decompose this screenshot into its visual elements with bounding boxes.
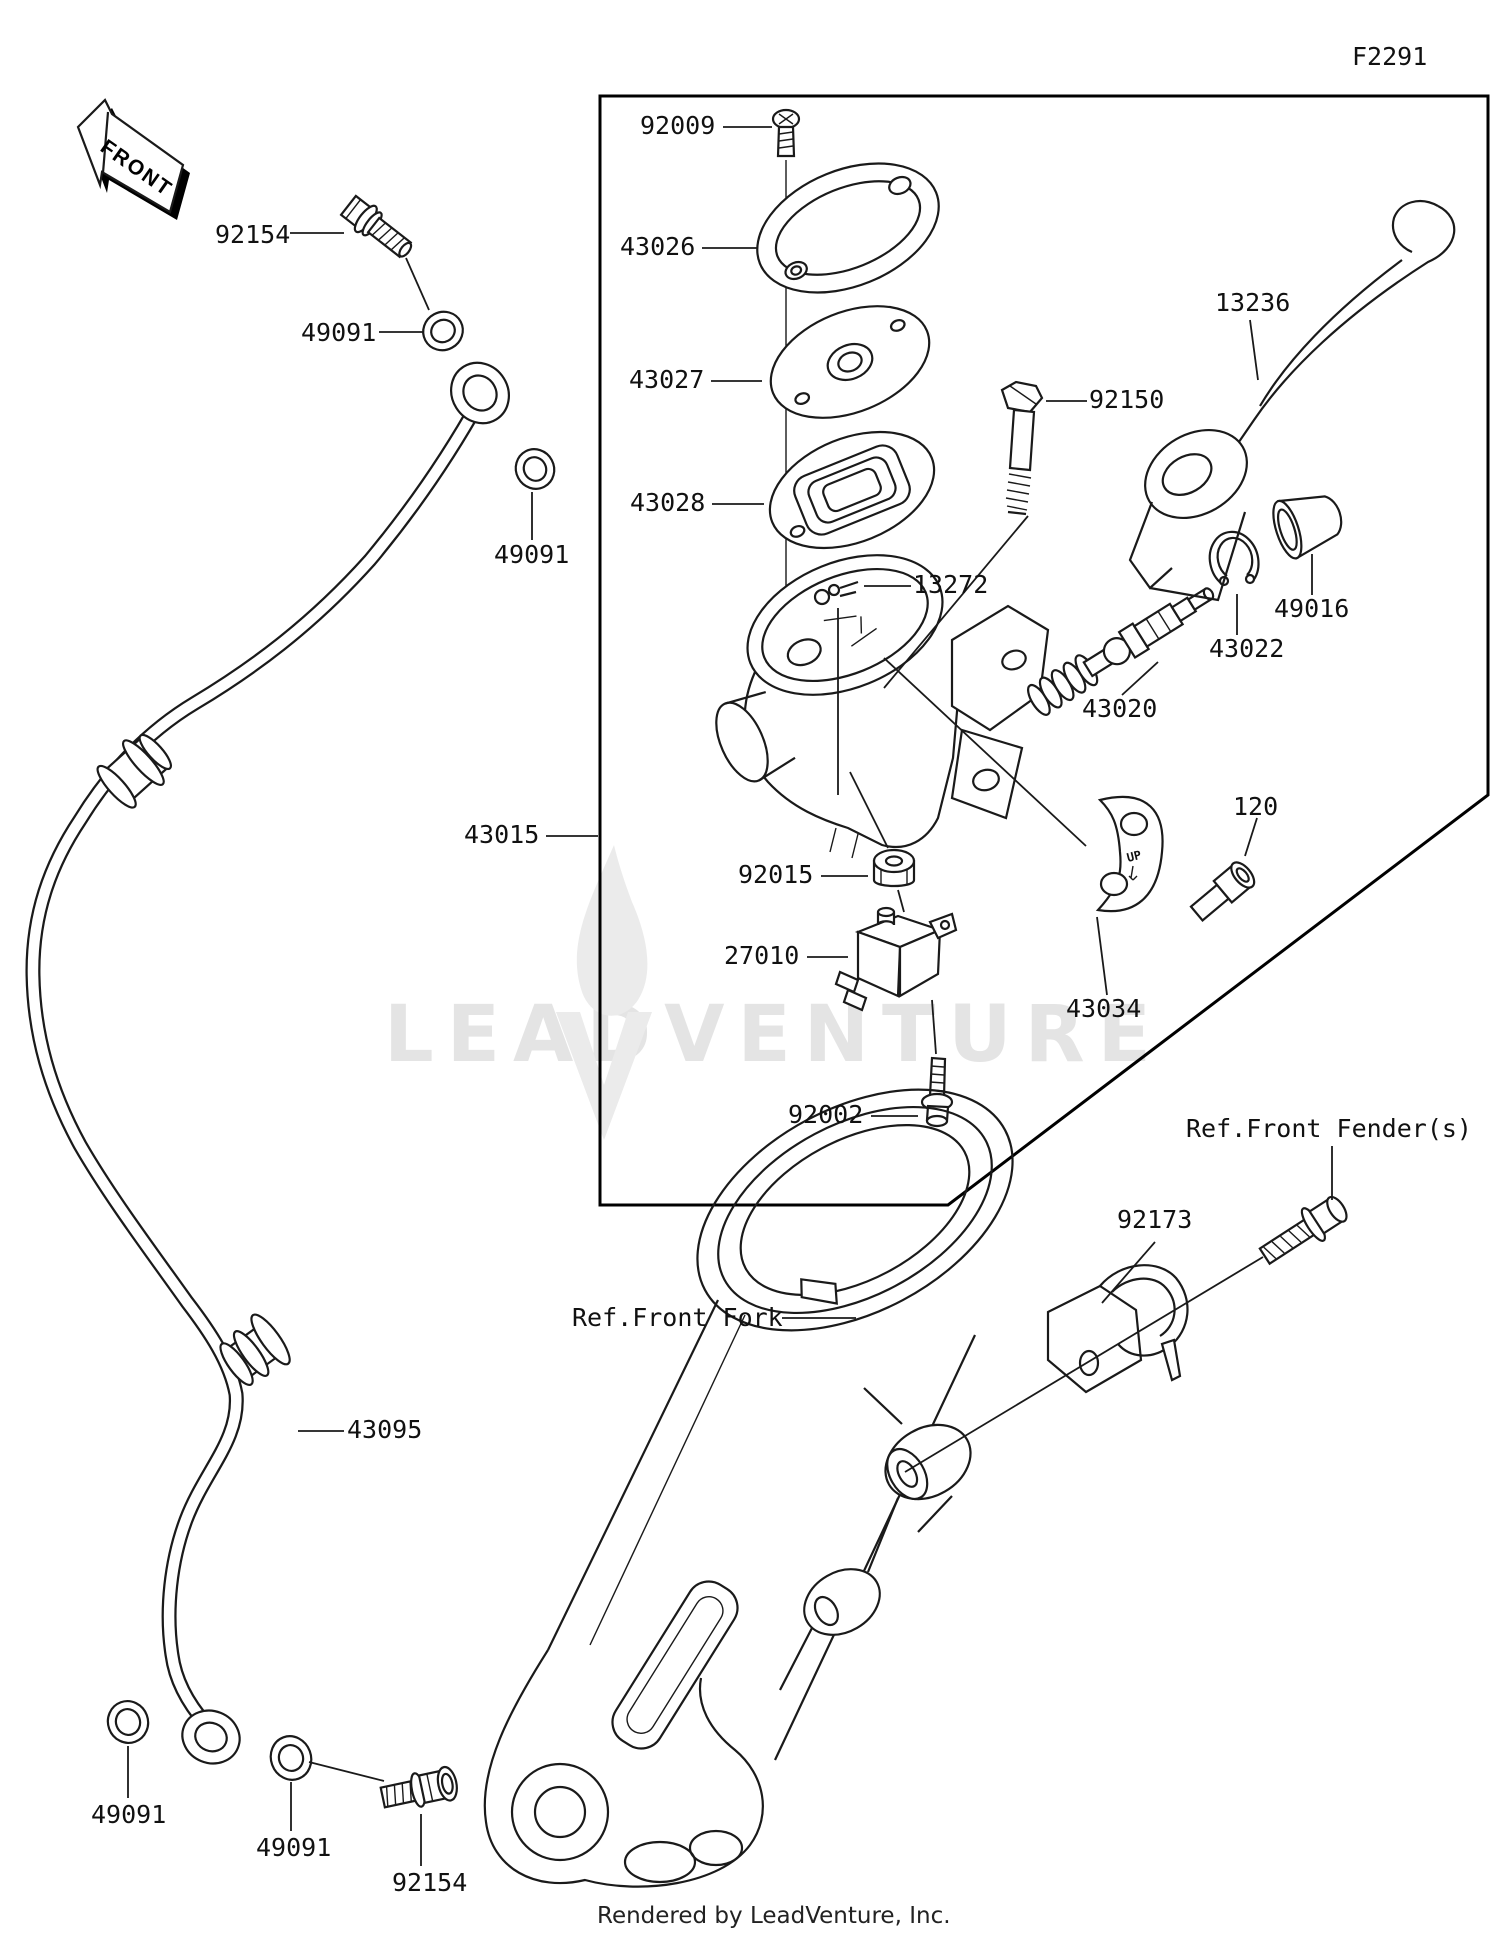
brake-lever-drawing (1128, 200, 1456, 602)
pivot-bolt-drawing (1000, 380, 1044, 516)
part-label-92150: 92150 (1089, 385, 1165, 414)
part-label-49016: 49016 (1274, 594, 1350, 623)
clamp-up-marking: UP (1125, 848, 1142, 865)
ref-front-fender-label: Ref.Front Fender(s) (1186, 1114, 1472, 1143)
part-label-92009: 92009 (640, 111, 716, 140)
diaphragm-drawing (768, 430, 936, 550)
washer-drawings (106, 310, 556, 1781)
nut-drawing (872, 848, 916, 888)
socket-bolt-drawing (1189, 861, 1256, 923)
front-fork-drawing (483, 1088, 1014, 1888)
piston-assembly-drawing (1027, 587, 1215, 716)
watermark-logo-icon (556, 845, 652, 1140)
part-label-92015: 92015 (738, 860, 814, 889)
part-label-92002: 92002 (788, 1100, 864, 1129)
handlebar-clamp-drawing: UP (1095, 795, 1164, 913)
part-label-13236: 13236 (1215, 288, 1291, 317)
part-label-49091-b: 49091 (494, 540, 570, 569)
leader-lines (127, 126, 1333, 1866)
reservoir-cap-drawing (756, 162, 940, 294)
part-label-92173: 92173 (1117, 1205, 1193, 1234)
circlip-drawing (1208, 530, 1260, 587)
part-label-27010: 27010 (724, 941, 800, 970)
pin-13272-drawing (813, 580, 859, 606)
switch-screw-drawing (920, 1056, 954, 1128)
part-label-43026: 43026 (620, 232, 696, 261)
footer-credit: Rendered by LeadVenture, Inc. (597, 1903, 951, 1929)
brake-hose-drawing (25, 361, 510, 1765)
dust-cover-drawing (1272, 495, 1343, 560)
front-arrow-icon: FRONT (76, 98, 190, 220)
banjo-bolt-bottom-drawing (379, 1765, 458, 1809)
hose-grommet-lower (219, 1313, 291, 1386)
part-label-49091-c: 49091 (91, 1800, 167, 1829)
hose-grommet-upper (96, 733, 173, 809)
part-label-43015: 43015 (464, 820, 540, 849)
part-label-43095: 43095 (347, 1415, 423, 1444)
assembly-box (598, 94, 1490, 1207)
part-label-43022: 43022 (1209, 634, 1285, 663)
figure-code: F2291 (1352, 42, 1428, 71)
fender-clamp-drawing (1046, 1264, 1189, 1394)
ref-front-fork-label: Ref.Front Fork (572, 1303, 783, 1332)
leadventure-watermark: LEADVENTURE (384, 990, 1164, 1080)
part-label-43028: 43028 (630, 488, 706, 517)
part-label-92154-b: 92154 (392, 1868, 468, 1897)
fender-bolt-drawing (1258, 1195, 1348, 1266)
part-label-120: 120 (1233, 792, 1279, 821)
part-label-43034: 43034 (1066, 994, 1142, 1023)
master-cylinder-body-drawing (715, 554, 1050, 859)
part-label-92154-a: 92154 (215, 220, 291, 249)
part-label-43027: 43027 (629, 365, 705, 394)
part-label-49091-d: 49091 (256, 1833, 332, 1862)
brake-switch-drawing (834, 906, 958, 1012)
screw-92009-drawing (771, 108, 801, 158)
part-label-43020: 43020 (1082, 694, 1158, 723)
banjo-bolt-top-drawing (339, 194, 413, 259)
cap-plate-drawing (769, 305, 931, 419)
part-label-13272: 13272 (913, 570, 989, 599)
part-label-49091-a: 49091 (301, 318, 377, 347)
